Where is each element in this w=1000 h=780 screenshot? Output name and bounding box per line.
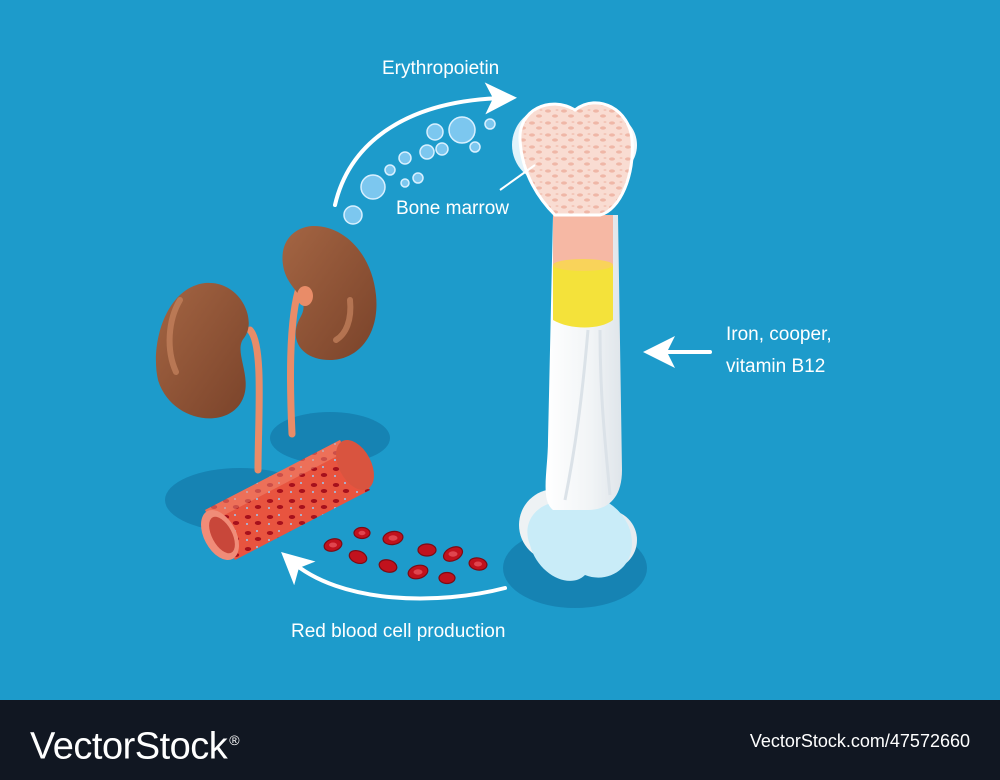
kidney-left	[155, 282, 263, 474]
blood-vessel	[201, 440, 374, 560]
erythropoietin-arrow	[333, 82, 517, 207]
erythropoietin-bubbles	[343, 116, 496, 225]
long-bone	[512, 101, 637, 581]
footer-image-id: VectorStock.com/47572660	[749, 731, 970, 751]
registered-mark: ®	[229, 732, 240, 748]
bone-marrow-pointer	[499, 164, 536, 191]
nutrients-label-line2: vitamin B12	[726, 356, 826, 377]
footer-brand-text: VectorStock	[30, 725, 228, 768]
kidney-right	[282, 225, 377, 438]
diagram-illustration	[155, 82, 712, 608]
red-blood-cells	[323, 526, 488, 585]
bone-marrow-label: Bone marrow	[396, 198, 509, 219]
erythropoietin-label: Erythropoietin	[382, 58, 500, 79]
footer-bar: VectorStock® VectorStock.com/47572660	[0, 700, 1000, 780]
nutrients-label-line1: Iron, cooper,	[726, 324, 832, 345]
footer-brand: VectorStock®	[30, 718, 240, 769]
rbc-production-arrow	[281, 551, 507, 601]
rbc-production-label: Red blood cell production	[291, 621, 506, 642]
